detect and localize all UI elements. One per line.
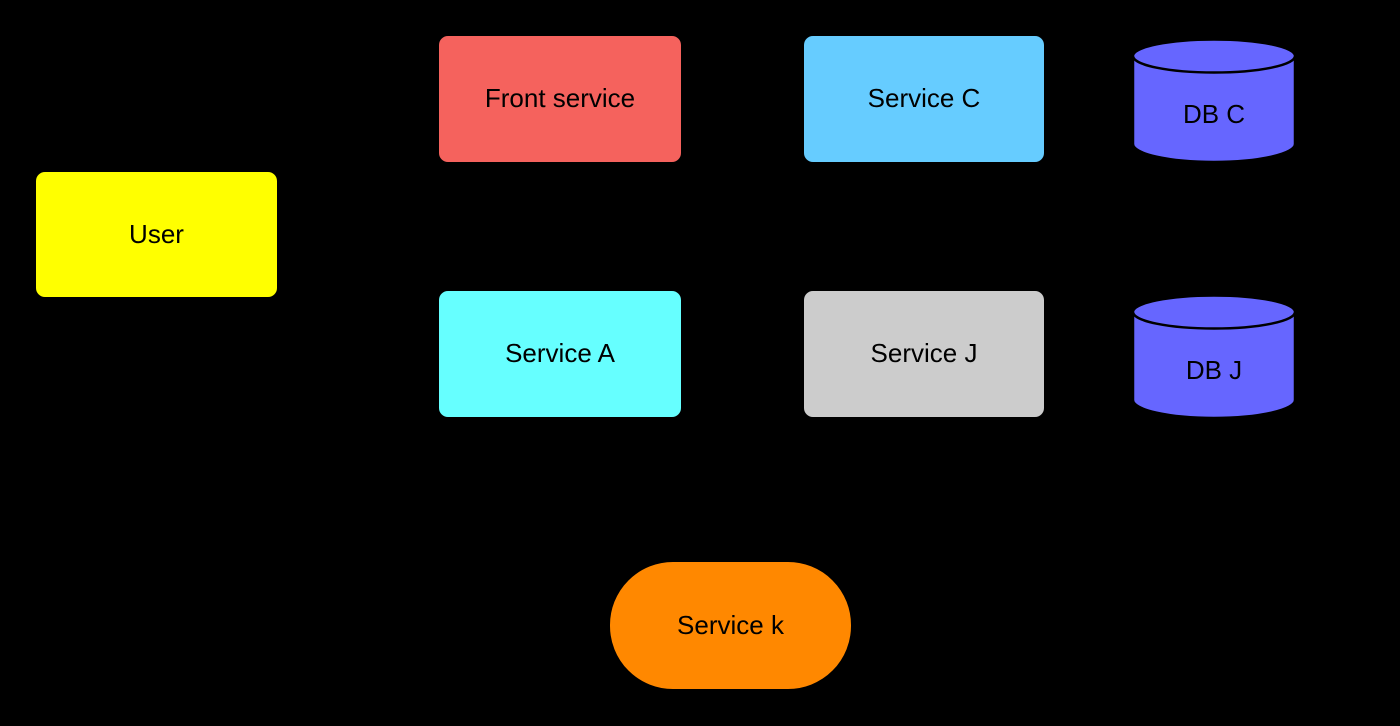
node-service-k-label: Service k [677,609,784,640]
node-front-service-label: Front service [484,83,636,114]
node-service-k: Service k [608,560,853,691]
node-service-j-label: Service J [870,338,978,369]
database-cylinder-icon [1131,38,1297,162]
node-db-c: DB C [1131,38,1297,162]
node-user-label: User [129,218,184,249]
node-service-a-label: Service A [505,338,615,369]
node-front-service: Front service [437,34,683,164]
node-service-c: Service C [802,34,1046,164]
node-user: User [34,170,279,299]
node-service-a: Service A [437,289,683,419]
node-db-j: DB J [1131,294,1297,418]
node-db-j-label: DB J [1185,355,1243,386]
node-service-j: Service J [802,289,1046,419]
node-service-c-label: Service C [867,83,981,114]
database-cylinder-icon [1131,294,1297,418]
node-db-c-label: DB C [1182,99,1246,130]
